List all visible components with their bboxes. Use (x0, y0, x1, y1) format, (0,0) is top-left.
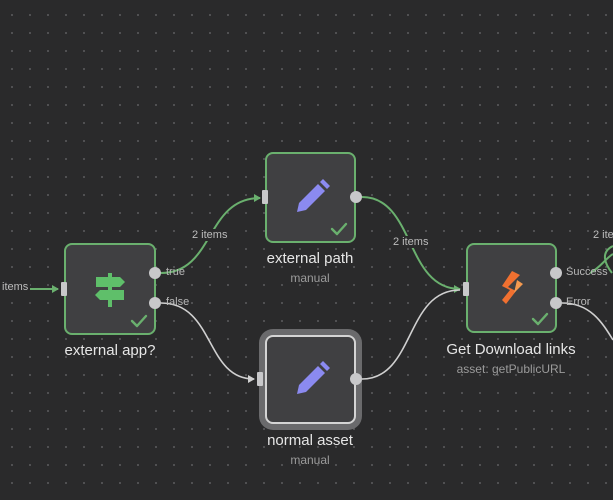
output-port-success[interactable] (550, 267, 562, 279)
success-check-icon (531, 312, 549, 326)
edge-label-incoming: items (0, 281, 31, 293)
stack-logo-icon (501, 271, 523, 304)
node-title-external-app: external app? (64, 342, 156, 359)
node-get-download-links[interactable] (466, 243, 557, 333)
wire-success-out (604, 245, 613, 274)
input-port-get-download-links[interactable] (463, 282, 469, 296)
node-title-get-download-links: Get Download links (446, 341, 576, 358)
success-check-icon (130, 314, 148, 328)
port-label-false: false (166, 296, 190, 308)
output-port-error[interactable] (550, 297, 562, 309)
output-port-external-path[interactable] (350, 191, 362, 203)
edge-label-success: 2 ite (591, 229, 613, 241)
node-subtitle-external-path: manual (290, 271, 330, 285)
node-subtitle-get-download-links: asset: getPublicURL (456, 362, 566, 376)
edge-label-external-path: 2 items (391, 236, 431, 248)
pencil-icon (296, 178, 330, 212)
node-normal-asset[interactable] (265, 335, 356, 424)
output-port-true[interactable] (149, 267, 161, 279)
wire-success-out-2 (589, 253, 613, 274)
pencil-icon (296, 360, 330, 394)
input-port-external-path[interactable] (262, 190, 268, 204)
port-label-true: true (166, 266, 185, 278)
node-external-path[interactable] (265, 152, 356, 243)
wire-normal-asset-to-links (361, 289, 461, 380)
wire-false-to-normal-asset (160, 302, 255, 383)
edge-label-true: 2 items (190, 229, 230, 241)
signpost-icon (95, 273, 125, 307)
success-check-icon (330, 222, 348, 236)
input-port-external-app[interactable] (61, 282, 67, 296)
node-subtitle-normal-asset: manual (290, 453, 330, 467)
port-label-success: Success (566, 266, 608, 278)
node-title-external-path: external path (266, 250, 354, 267)
node-external-app[interactable] (64, 243, 156, 335)
input-port-normal-asset[interactable] (257, 372, 263, 386)
node-title-normal-asset: normal asset (267, 432, 353, 449)
output-port-normal-asset[interactable] (350, 373, 362, 385)
output-port-false[interactable] (149, 297, 161, 309)
wire-error-out (561, 302, 613, 341)
port-label-error: Error (566, 296, 591, 308)
